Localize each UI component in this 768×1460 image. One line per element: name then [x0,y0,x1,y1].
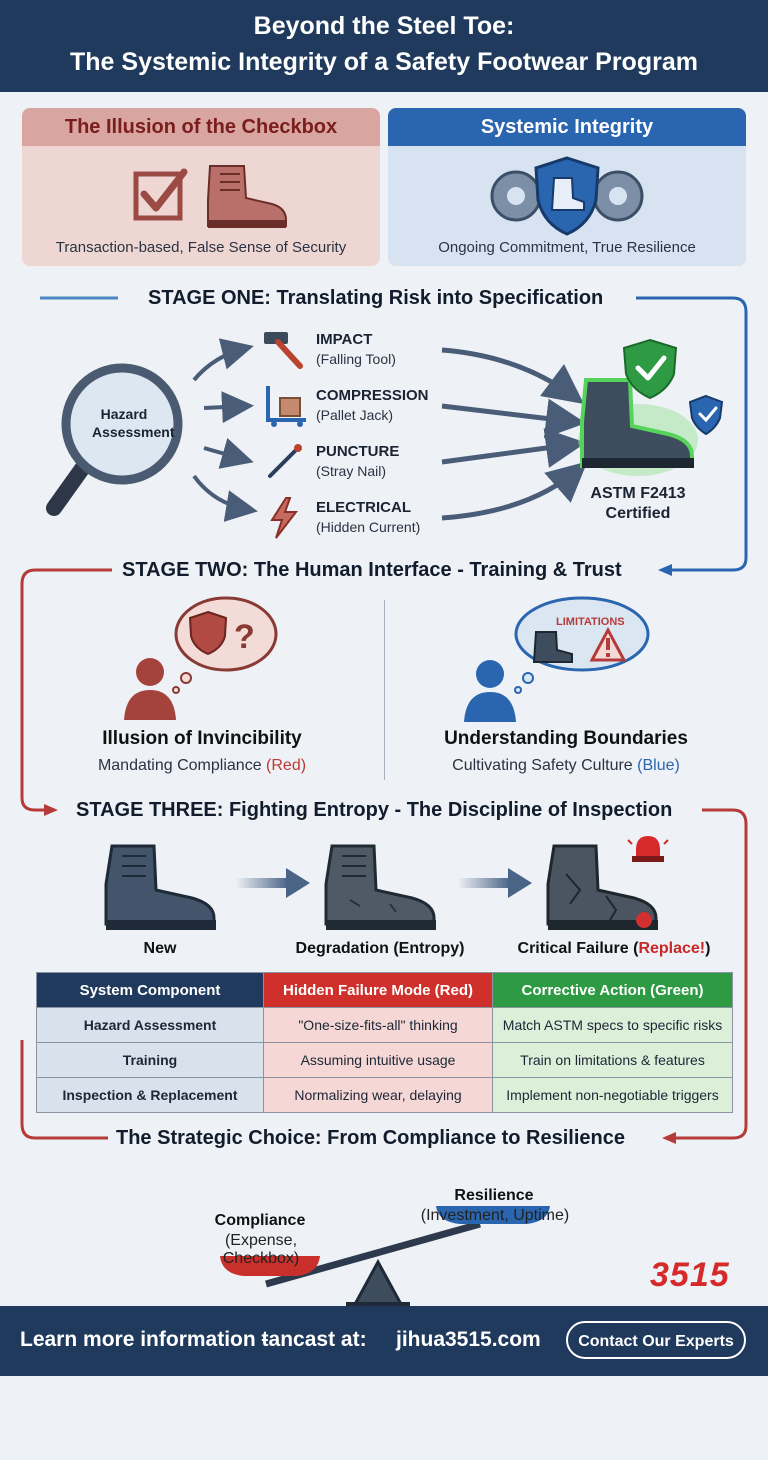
magnifier-label-2: Assessment [92,424,175,440]
hazard-arrows [192,338,588,522]
hazard-title-puncture: PUNCTURE [316,443,400,460]
balance-scale-icon [220,1206,550,1308]
table-header-failure: Hidden Failure Mode (Red) [263,972,493,1008]
checkbox-icon [133,168,188,221]
compliance-title: Compliance [214,1212,306,1229]
page-title-line1: Beyond the Steel Toe: [253,12,515,40]
invincibility-heading: Illusion of Invincibility [102,728,302,749]
table-cell-action: Implement non-negotiable triggers [492,1077,733,1113]
table-header-action: Corrective Action (Green) [492,972,733,1008]
degrade-arrow-1 [236,868,310,898]
degrade-arrow-2 [458,868,532,898]
hazard-title-impact: IMPACT [316,331,373,348]
systemic-integrity-title: Systemic Integrity [388,108,746,146]
table-row: Training Assuming intuitive usage Train … [36,1042,733,1078]
hazard-sub-electrical: (Hidden Current) [316,519,421,535]
table-cell-failure: Normalizing wear, delaying [263,1077,493,1113]
footer-text: Learn more information ŧancast at: [20,1328,367,1352]
hazard-title-electrical: ELECTRICAL [316,499,411,516]
footer-url-link[interactable]: jihua3515.com [396,1328,541,1351]
invincibility-sub-text: Mandating Compliance [97,757,267,774]
footer-at: at: [335,1328,367,1351]
boot-failure-label: Critical Failure (Replace!) [504,940,724,958]
resilience-sub: (Investment, Uptime) [420,1207,570,1224]
systemic-integrity-card: Systemic Integrity Ongoing Commitment, T… [388,108,746,266]
brand-logo-3515: 3515 [650,1256,730,1294]
strategic-title: The Strategic Choice: From Compliance to… [116,1127,626,1149]
table-cell-failure: "One-size-fits-all" thinking [263,1007,493,1043]
table-cell-action: Train on limitations & features [492,1042,733,1078]
hammer-icon [264,332,303,369]
footer-prefix: Learn more information [20,1328,262,1351]
invincibility-sub: Mandating Compliance (Red) [40,757,364,775]
doubting-person-icon: ? [124,596,278,720]
nail-icon [268,444,302,478]
resilience-title: Resilience [454,1187,534,1204]
stage-one-title: STAGE ONE: Translating Risk into Specifi… [148,287,604,309]
pallet-jack-icon [266,386,306,427]
certified-label-1: ASTM F2413 [590,485,686,502]
checkbox-illusion-title: The Illusion of the Checkbox [22,108,380,146]
systemic-integrity-caption: Ongoing Commitment, True Resilience [438,239,696,256]
certified-boot-icon [578,338,724,476]
new-boot-icon [104,844,216,930]
footer-bar: Learn more information ŧancast at: jihua… [0,1306,768,1376]
table-row: Inspection & Replacement Normalizing wea… [36,1077,733,1113]
lightning-icon [270,497,299,539]
stage-two-title: STAGE TWO: The Human Interface - Trainin… [122,559,622,581]
basic-boot-icon [207,165,287,228]
table-cell-failure: Assuming intuitive usage [263,1042,493,1078]
boot-failure-prefix: Critical Failure ( [517,940,639,957]
boundaries-sub-blue: (Blue) [637,757,680,774]
hazard-sub-puncture: (Stray Nail) [316,463,387,479]
boot-degraded-label: Degradation (Entropy) [295,940,465,957]
header-banner: Beyond the Steel Toe: The Systemic Integ… [0,0,768,92]
boot-failure-suffix: ) [705,940,711,957]
certified-label-2: Certified [605,505,671,522]
understanding-person-icon [464,596,650,722]
svg-text:?: ? [234,618,255,656]
checkbox-illusion-caption: Transaction-based, False Sense of Securi… [55,239,347,256]
invincibility-sub-red: (Red) [266,757,307,774]
table-header-component: System Component [36,972,264,1008]
magnifier-icon [46,363,183,516]
table-cell-component: Inspection & Replacement [36,1077,264,1113]
hazard-sub-compression: (Pallet Jack) [316,407,394,423]
stage-connector-lines [20,296,748,1144]
program-table: System Component Hidden Failure Mode (Re… [36,972,733,1113]
contact-experts-button[interactable]: Contact Our Experts [566,1321,746,1359]
boundaries-heading: Understanding Boundaries [444,728,688,749]
failed-boot-icon [546,834,669,930]
compliance-sub: (Expense, Checkbox) [222,1232,300,1267]
table-cell-component: Hazard Assessment [36,1007,264,1043]
stage-three-title: STAGE THREE: Fighting Entropy - The Disc… [76,799,673,821]
boundaries-sub-text: Cultivating Safety Culture [452,757,638,774]
boot-new-label: New [143,940,177,957]
magnifier-label-1: Hazard [100,406,148,422]
table-cell-action: Match ASTM specs to specific risks [492,1007,733,1043]
page-title-line2: The Systemic Integrity of a Safety Footw… [70,48,698,76]
degraded-boot-icon [324,844,436,930]
boundaries-sub: Cultivating Safety Culture (Blue) [404,757,728,775]
hazard-title-compression: COMPRESSION [316,387,429,404]
table-cell-component: Training [36,1042,264,1078]
gears-shield-icon [490,156,644,236]
footer-garbled: ŧancast [261,1328,336,1351]
limitations-bubble-text: LIMITATIONS [556,616,625,628]
checkbox-illusion-card: The Illusion of the Checkbox Transaction… [22,108,380,266]
boot-failure-red: Replace! [638,940,706,957]
stage-two-divider [384,600,385,780]
hazard-sub-impact: (Falling Tool) [316,351,396,367]
table-row: Hazard Assessment "One-size-fits-all" th… [36,1007,733,1043]
